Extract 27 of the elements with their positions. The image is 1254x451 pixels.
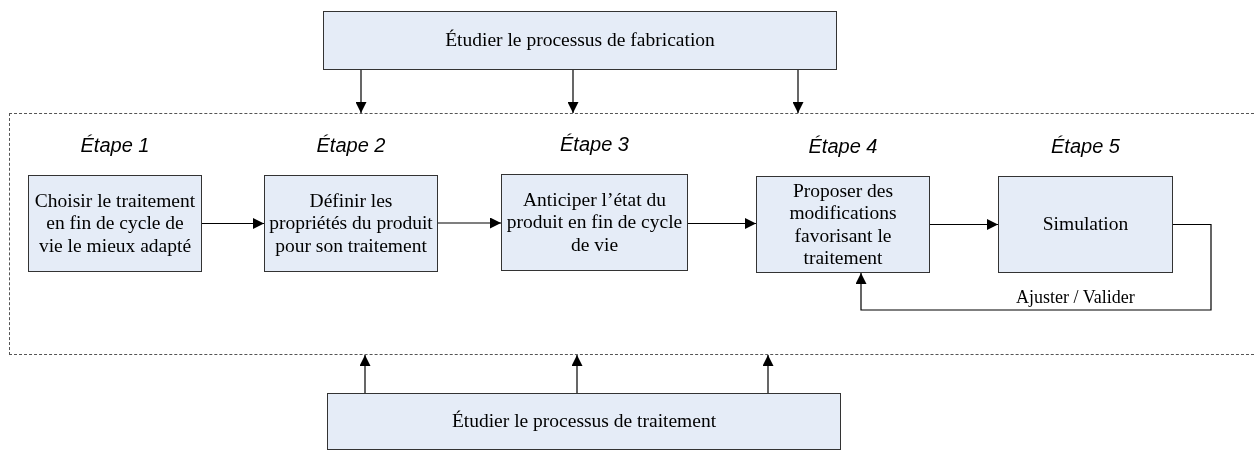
- step-text: Choisir le traitement en fin de cycle de vie le mieux adapté: [33, 189, 197, 258]
- step-heading: Étape 2: [315, 134, 387, 157]
- step-text: Simulation: [1041, 213, 1130, 236]
- process-box: [327, 393, 841, 450]
- step-text: Proposer des modifications favorisant le traitement: [788, 179, 898, 270]
- arrow: [929, 219, 999, 230]
- arrow: [855, 223, 1212, 311]
- edge-label: Ajuster / Valider: [1014, 288, 1137, 308]
- step-text: Définir les propriétés du produit pour son traitement: [268, 189, 434, 258]
- arrow: [437, 217, 502, 229]
- arrow: [567, 69, 579, 114]
- arrow: [201, 218, 265, 229]
- step-text: Anticiper l’état du produit en fin de cycle de vie: [505, 188, 684, 257]
- step-heading: Étape 1: [79, 134, 151, 157]
- process-box: [323, 11, 837, 70]
- arrow: [571, 354, 583, 394]
- dashed-frame: [9, 113, 1254, 355]
- step-heading: Étape 3: [559, 133, 630, 156]
- arrow: [762, 354, 774, 394]
- step-heading: Étape 4: [807, 135, 879, 158]
- step-text: Étudier le processus de fabrication: [444, 29, 716, 52]
- step-text: Étudier le processus de traitement: [450, 410, 718, 433]
- arrow: [359, 354, 371, 394]
- arrow: [687, 218, 757, 229]
- step-heading: Étape 5: [1050, 135, 1121, 158]
- arrow: [355, 69, 367, 114]
- arrow: [792, 69, 804, 114]
